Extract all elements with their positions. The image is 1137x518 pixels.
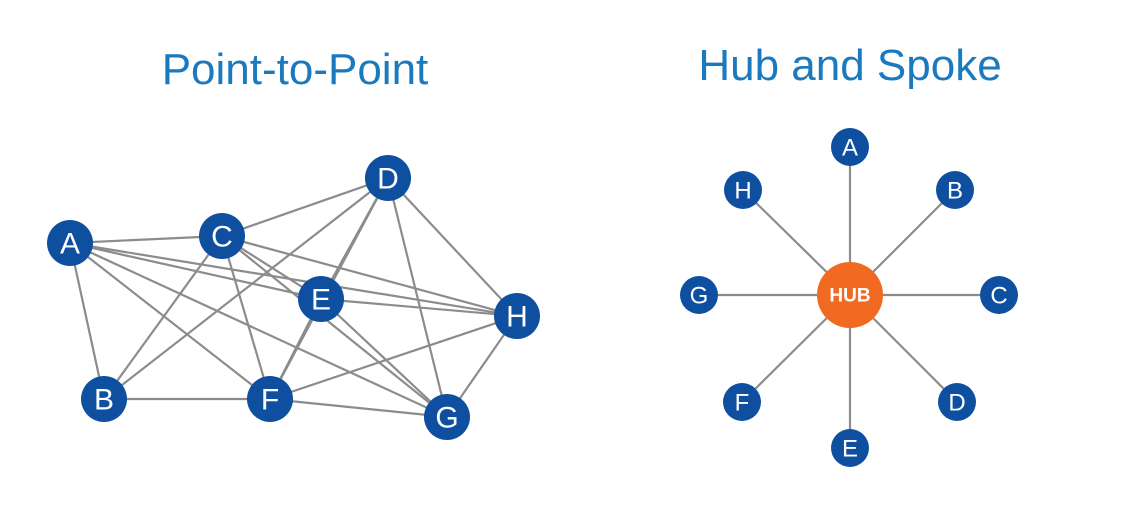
spoke-node-h: H bbox=[724, 171, 762, 209]
edge-e-g bbox=[319, 297, 449, 419]
edge-b-d bbox=[102, 176, 390, 401]
node-circle bbox=[247, 376, 293, 422]
p2p-node-d: D bbox=[365, 155, 411, 201]
spoke-node-a: A bbox=[831, 128, 869, 166]
node-label: F bbox=[261, 384, 279, 417]
point-to-point-title: Point-to-Point bbox=[161, 45, 429, 94]
node-label: H bbox=[734, 178, 751, 205]
node-label: F bbox=[735, 390, 750, 417]
node-circle bbox=[831, 429, 869, 467]
edge-f-h bbox=[268, 314, 519, 401]
hub-label: HUB bbox=[829, 286, 870, 307]
node-circle bbox=[831, 128, 869, 166]
p2p-node-h: H bbox=[494, 293, 540, 339]
node-circle bbox=[298, 276, 344, 322]
node-label: C bbox=[990, 283, 1007, 310]
edge-a-f bbox=[68, 241, 272, 401]
edge-c-h bbox=[220, 234, 519, 318]
edge-d-g bbox=[386, 176, 449, 419]
spoke-node-e: E bbox=[831, 429, 869, 467]
node-label: H bbox=[506, 301, 528, 334]
p2p-node-b: B bbox=[81, 376, 127, 422]
p2p-node-c: C bbox=[199, 213, 245, 259]
node-label: D bbox=[948, 390, 965, 417]
edge-c-g bbox=[220, 234, 449, 419]
p2p-node-f: F bbox=[247, 376, 293, 422]
edge-c-f bbox=[220, 234, 272, 401]
point-to-point-edges bbox=[68, 176, 519, 419]
p2p-node-e: E bbox=[298, 276, 344, 322]
edge-a-g bbox=[68, 241, 449, 419]
spoke-node-g: G bbox=[680, 276, 718, 314]
edge-c-d bbox=[220, 176, 390, 238]
point-to-point-network: A B C D E F G H bbox=[47, 155, 540, 440]
edge-a-h bbox=[68, 241, 519, 318]
node-circle bbox=[494, 293, 540, 339]
edge-b-c bbox=[102, 234, 224, 401]
hub-spoke-nodes: A B C D E F G H HUB bbox=[680, 128, 1018, 467]
hub-circle bbox=[817, 262, 883, 328]
node-label: B bbox=[947, 178, 963, 205]
spoke-node-c: C bbox=[980, 276, 1018, 314]
node-circle bbox=[938, 383, 976, 421]
node-circle bbox=[680, 276, 718, 314]
node-label: E bbox=[842, 436, 858, 463]
edge-d-h bbox=[386, 176, 519, 318]
node-label: B bbox=[94, 384, 114, 417]
node-circle bbox=[936, 171, 974, 209]
hub-node: HUB bbox=[817, 262, 883, 328]
spoke-node-f: F bbox=[723, 383, 761, 421]
spoke-node-d: D bbox=[938, 383, 976, 421]
spoke-node-b: B bbox=[936, 171, 974, 209]
node-circle bbox=[47, 220, 93, 266]
hub-and-spoke-title: Hub and Spoke bbox=[698, 41, 1002, 90]
edge-f-g bbox=[268, 397, 449, 419]
node-circle bbox=[424, 394, 470, 440]
node-label: C bbox=[211, 221, 233, 254]
node-label: E bbox=[311, 284, 331, 317]
node-circle bbox=[724, 171, 762, 209]
node-circle bbox=[980, 276, 1018, 314]
node-circle bbox=[365, 155, 411, 201]
point-to-point-nodes: A B C D E F G H bbox=[47, 155, 540, 440]
p2p-node-a: A bbox=[47, 220, 93, 266]
p2p-node-g: G bbox=[424, 394, 470, 440]
edge-a-c bbox=[68, 234, 224, 245]
edge-a-b bbox=[68, 241, 106, 401]
node-label: G bbox=[690, 283, 709, 310]
node-label: A bbox=[60, 228, 80, 261]
node-label: A bbox=[842, 135, 858, 162]
hub-and-spoke-network: A B C D E F G H HUB bbox=[680, 128, 1018, 467]
node-circle bbox=[723, 383, 761, 421]
node-label: D bbox=[377, 163, 399, 196]
node-label: G bbox=[435, 402, 458, 435]
node-circle bbox=[199, 213, 245, 259]
edge-e-h bbox=[319, 297, 519, 318]
node-circle bbox=[81, 376, 127, 422]
